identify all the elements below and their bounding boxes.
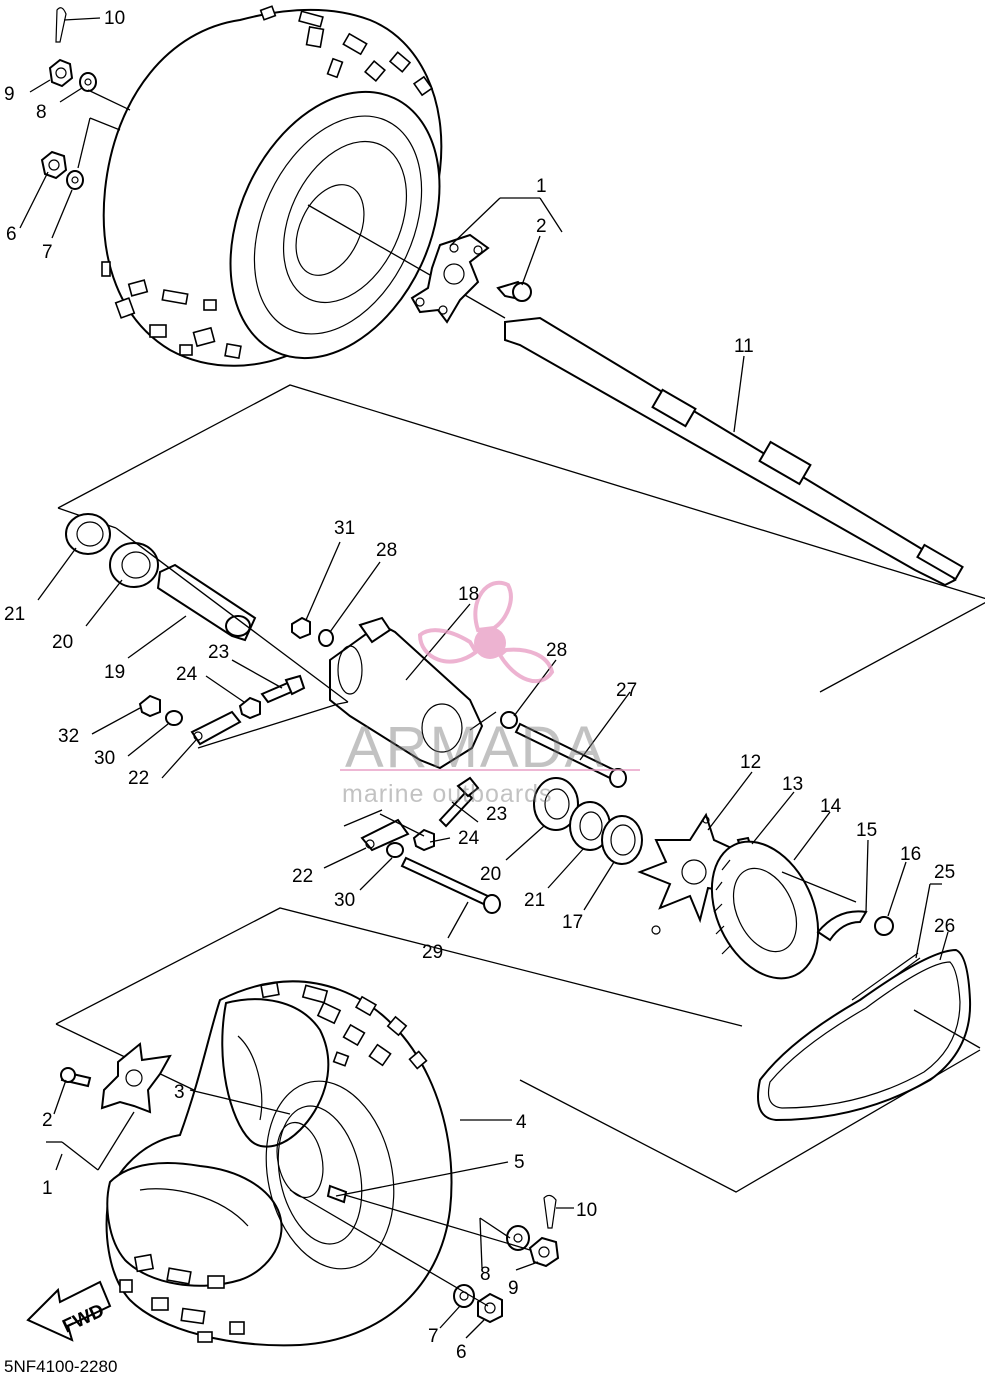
watermark-tagline: marine outboards <box>342 780 553 808</box>
armada-watermark: ARMADA marine outboards <box>340 580 640 808</box>
wheel-hub-top <box>410 233 490 324</box>
bearing-21-left <box>65 513 111 555</box>
valve-stud-5 <box>326 1184 348 1204</box>
callout-26: 26 <box>934 916 955 937</box>
callout-32: 32 <box>58 726 79 747</box>
callout-3: 3 <box>174 1082 185 1103</box>
callout-21-left: 21 <box>4 604 25 625</box>
washer-30-right <box>386 842 404 858</box>
callout-24-left: 24 <box>176 664 198 685</box>
nut-6-bottom <box>477 1292 503 1324</box>
cotter-pin-top <box>55 7 67 43</box>
tread-pattern-top <box>101 5 434 360</box>
callout-1-top: 1 <box>536 176 547 197</box>
nut-32 <box>138 694 161 718</box>
callout-24-right: 24 <box>458 828 480 849</box>
forward-direction-arrow: FWD <box>26 1280 112 1342</box>
bolt-29 <box>400 856 501 914</box>
wheel-nut-top <box>40 150 68 180</box>
axle-nut-top <box>48 58 74 88</box>
callout-16: 16 <box>900 844 921 865</box>
washer-30-left <box>165 710 183 726</box>
callout-28-right: 28 <box>546 640 567 661</box>
nut-24-top <box>238 696 261 720</box>
callout-9-bottom: 9 <box>508 1278 519 1299</box>
callout-13: 13 <box>782 774 803 795</box>
callout-27: 27 <box>616 680 637 701</box>
upper-rear-wheel-tire <box>101 5 443 367</box>
callout-2-top: 2 <box>536 216 547 237</box>
callout-21-right: 21 <box>524 890 545 911</box>
callout-30-left: 30 <box>94 748 115 769</box>
wheel-hub-bottom <box>100 1042 172 1114</box>
wheel-washer-top <box>66 170 84 190</box>
callout-18: 18 <box>458 584 479 605</box>
callout-14: 14 <box>820 796 842 817</box>
callout-20-left: 20 <box>52 632 73 653</box>
hub-bolt-top <box>496 280 532 302</box>
bearing-housing-18 <box>329 616 484 770</box>
callout-17: 17 <box>562 912 583 933</box>
lock-washer-15 <box>816 910 868 942</box>
callout-22-left: 22 <box>128 768 149 789</box>
washer-8-bottom <box>506 1225 530 1251</box>
callout-7-top: 7 <box>42 242 53 263</box>
spacer-tube-19 <box>156 563 257 642</box>
rear-axle-shaft <box>504 316 964 587</box>
callout-4: 4 <box>516 1112 527 1133</box>
callout-8-bottom: 8 <box>480 1264 491 1285</box>
adjuster-plate-22-right <box>360 818 410 852</box>
callout-2-bottom: 2 <box>42 1110 53 1131</box>
callout-22-right: 22 <box>292 866 313 887</box>
callout-30-right: 30 <box>334 890 355 911</box>
washer-28-right <box>500 711 518 729</box>
bearing-20-left <box>109 542 159 588</box>
washer-top <box>79 72 97 92</box>
hub-bolt-bottom <box>60 1067 92 1088</box>
callout-6-bottom: 6 <box>456 1342 467 1363</box>
callout-labels: 10 9 8 6 7 1 2 11 21 20 19 31 28 18 28 2… <box>4 8 955 1363</box>
callout-23-right: 23 <box>486 804 507 825</box>
callout-25: 25 <box>934 862 955 883</box>
callout-5: 5 <box>514 1152 525 1173</box>
nut-31 <box>291 616 311 640</box>
callout-10-bottom: 10 <box>576 1200 597 1221</box>
propeller-logo <box>417 580 555 684</box>
callout-8-top: 8 <box>36 102 47 123</box>
callout-7-bottom: 7 <box>428 1326 439 1347</box>
callout-28-left: 28 <box>376 540 397 561</box>
tread-pattern-bottom <box>119 981 428 1343</box>
axle-nut-9-bottom <box>528 1236 560 1268</box>
callout-10-top: 10 <box>104 8 125 29</box>
callout-23-left: 23 <box>208 642 229 663</box>
bolt-23-bottom <box>438 776 480 828</box>
adjuster-plate-22-left <box>190 710 242 746</box>
washer-7-bottom <box>453 1284 475 1308</box>
washer-28-left <box>318 629 334 647</box>
callout-1-bottom: 1 <box>42 1178 53 1199</box>
oil-seal-17 <box>601 815 643 865</box>
bearing-21-right <box>569 801 611 851</box>
callout-12: 12 <box>740 752 761 773</box>
callout-15: 15 <box>856 820 877 841</box>
diagram-code: 5NF4100-2280 <box>4 1357 117 1376</box>
cotter-pin-bottom <box>543 1194 557 1229</box>
callout-29: 29 <box>422 942 443 963</box>
bearing-20-right <box>533 777 579 831</box>
callout-31: 31 <box>334 518 355 539</box>
nut-24-bottom <box>412 828 435 852</box>
callout-19: 19 <box>104 662 125 683</box>
drive-chain <box>757 948 972 1122</box>
nut-16 <box>874 916 894 936</box>
callout-9-top: 9 <box>4 84 15 105</box>
callout-20-right: 20 <box>480 864 501 885</box>
callout-6-top: 6 <box>6 224 17 245</box>
lower-rear-wheel-tire <box>105 980 453 1347</box>
bolt-23-top <box>260 674 306 704</box>
callout-11: 11 <box>734 336 754 357</box>
